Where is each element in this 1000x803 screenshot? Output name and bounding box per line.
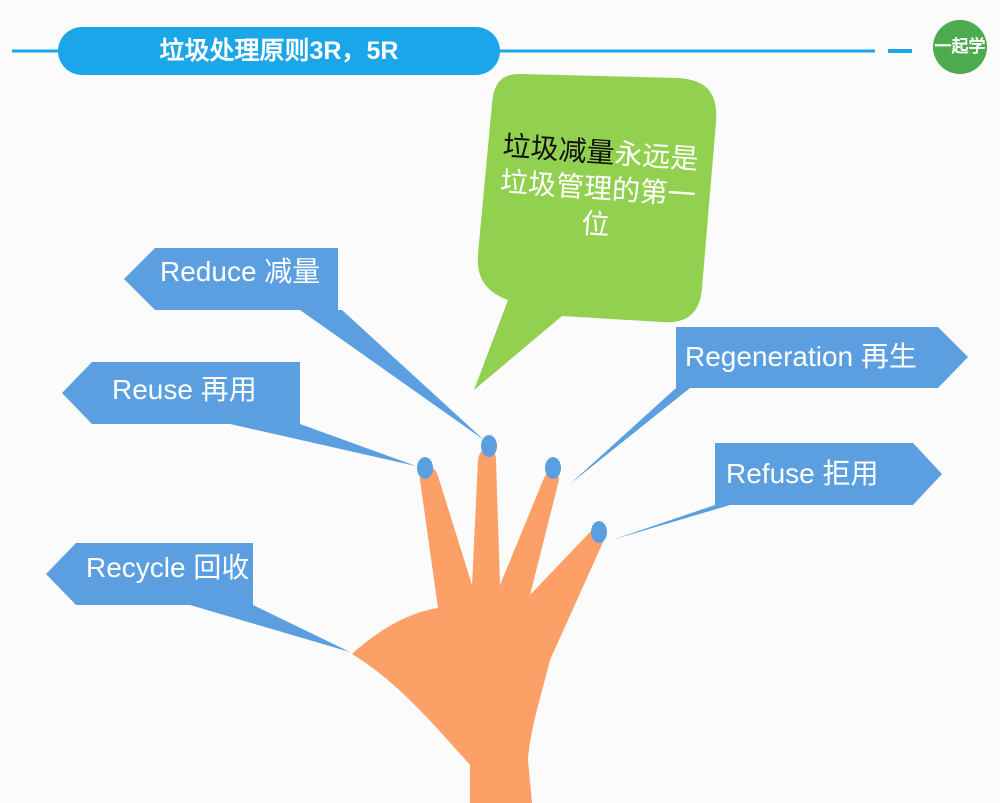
title-banner (58, 27, 500, 75)
callout-regeneration (570, 327, 968, 484)
fingertip-middle (545, 457, 561, 479)
page-title: 垃圾处理原则3R，5R (159, 37, 399, 65)
label-regeneration: Regeneration 再生 (685, 341, 917, 372)
hand-shape (352, 448, 606, 803)
logo-badge (933, 20, 987, 74)
label-reuse: Reuse 再用 (112, 374, 257, 405)
fingertip-index (591, 521, 607, 543)
label-recycle: Recycle 回收 (86, 552, 250, 583)
bubble-message: 垃圾减量永远是垃圾管理的第一位 (494, 128, 701, 250)
fingertip-pinky (417, 457, 433, 479)
speech-bubble (474, 74, 717, 390)
callout-recycle (46, 543, 350, 652)
fingertip-ring (481, 435, 497, 457)
label-refuse: Refuse 拒用 (726, 458, 879, 489)
callout-refuse (612, 443, 942, 540)
logo-text: 一起学 (934, 37, 986, 56)
callout-reduce (124, 248, 484, 440)
bubble-highlight: 垃圾减量 (501, 130, 616, 170)
callout-reuse (62, 362, 416, 466)
label-reduce: Reduce 减量 (160, 256, 321, 287)
